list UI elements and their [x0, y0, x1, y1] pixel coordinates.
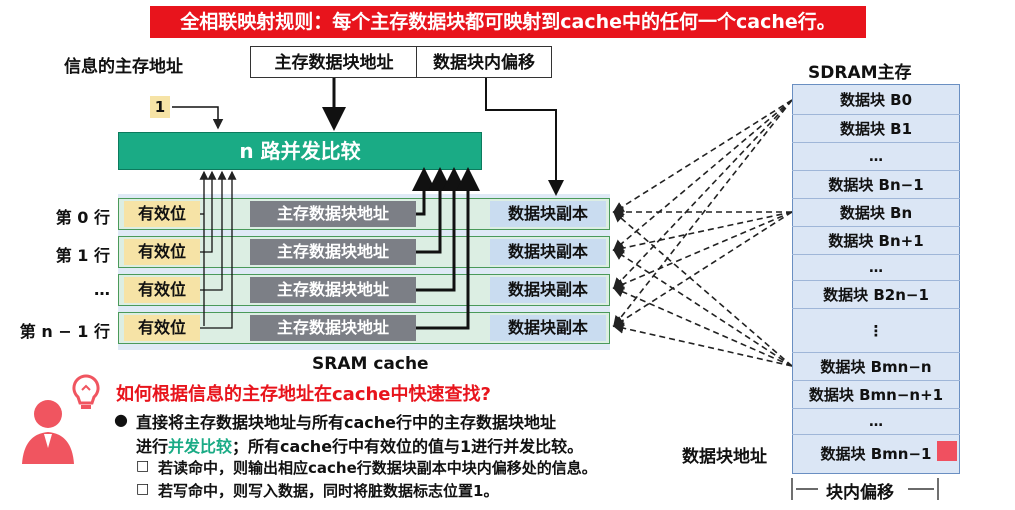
mem-block-bmn-n: 数据块 Bmn−n	[792, 352, 960, 380]
sdram-title: SDRAM主存	[808, 63, 912, 83]
page-title: 全相联映射规则：每个主存数据块都可映射到cache中的任何一个cache行。	[150, 6, 866, 38]
tag-field-1: 主存数据块地址	[250, 239, 416, 265]
block-copy-1: 数据块副本	[490, 239, 606, 265]
bullet-line-2: 进行并发比较；所有cache行中有效位的值与1进行并发比较。	[136, 433, 583, 457]
mem-block-b1: 数据块 B1	[792, 114, 960, 142]
tag-field-3: 主存数据块地址	[250, 315, 416, 341]
sdram-memory	[792, 84, 960, 474]
target-byte-marker	[937, 441, 957, 461]
valid-bit-0: 有效位	[124, 201, 200, 227]
mem-block-bmn-1: 数据块 Bmn−1	[792, 434, 960, 472]
block-offset-label: 块内偏移	[826, 483, 894, 503]
mem-ellipsis-3: …	[792, 408, 960, 434]
mem-ellipsis-1: …	[792, 142, 960, 170]
tag-field-2: 主存数据块地址	[250, 277, 416, 303]
mem-block-bn: 数据块 Bn	[792, 198, 960, 226]
sub-bullet-read: 若读命中，则输出相应cache行数据块副本中块内偏移处的信息。	[158, 459, 597, 477]
block-copy-3: 数据块副本	[490, 315, 606, 341]
mem-block-b2n-1: 数据块 B2n−1	[792, 280, 960, 308]
mem-block-bn-1: 数据块 Bn−1	[792, 170, 960, 198]
compare-box-label: n 路并发比较	[239, 139, 361, 163]
tag-field-0: 主存数据块地址	[250, 201, 416, 227]
valid-bit-3: 有效位	[124, 315, 200, 341]
mem-block-bn+1: 数据块 Bn+1	[792, 226, 960, 254]
lightbulb-icon	[72, 374, 100, 409]
sub-bullet-write: 若写命中，则写入数据，同时将脏数据标志位置1。	[158, 482, 499, 500]
block-copy-2: 数据块副本	[490, 277, 606, 303]
sram-cache-label: SRAM cache	[312, 354, 429, 374]
mem-block-b0: 数据块 B0	[839, 91, 913, 109]
mem-ellipsis-2: …	[792, 254, 960, 280]
sub-bullet-read-box: □	[136, 458, 150, 474]
bullet-dot: ●	[114, 410, 128, 429]
constant-one-label: 1	[150, 96, 170, 118]
addr-field-block-offset: 数据块内偏移	[416, 46, 552, 78]
row-label-0: 第 0 行	[55, 208, 110, 227]
bullet-line-2-suffix: ；所有cache行中有效位的值与1进行并发比较。	[232, 437, 584, 456]
bullet-line-2-prefix: 进行	[136, 437, 169, 456]
sub-bullet-write-box: □	[136, 481, 150, 497]
addr-field-block-address: 主存数据块地址	[250, 46, 418, 78]
row-label-1: 第 1 行	[55, 246, 110, 265]
row-label-2: …	[94, 280, 110, 299]
mem-block-bmn-n+1: 数据块 Bmn−n+1	[792, 380, 960, 408]
parallel-compare-box: n 路并发比较	[118, 132, 482, 170]
parallel-compare-highlight: 并发比较	[168, 437, 233, 456]
person-icon	[22, 400, 74, 464]
row-label-3: 第 n − 1 行	[19, 322, 110, 341]
block-address-label: 数据块地址	[682, 447, 767, 467]
valid-bit-2: 有效位	[124, 277, 200, 303]
bullet-line-1: 直接将主存数据块地址与所有cache行中的主存数据块地址	[136, 413, 557, 432]
mem-vertical-ellipsis: ⋮	[792, 308, 960, 352]
block-copy-0: 数据块副本	[490, 201, 606, 227]
main-address-label: 信息的主存地址	[64, 57, 183, 77]
question-text: 如何根据信息的主存地址在cache中快速查找?	[116, 384, 491, 405]
valid-bit-1: 有效位	[124, 239, 200, 265]
